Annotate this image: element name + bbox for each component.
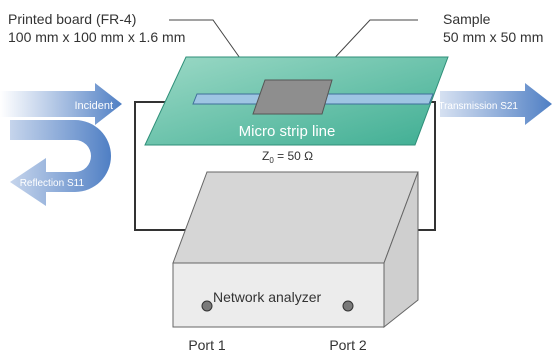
- incident-label: Incident: [74, 100, 113, 112]
- sample-label-line2: 50 mm x 50 mm: [443, 29, 543, 45]
- sample-label-line1: Sample: [443, 11, 491, 27]
- analyzer-top: [172, 171, 419, 264]
- incident-arrow: [0, 83, 122, 125]
- transmission-arrow: [440, 83, 552, 125]
- network-analyzer-label: Network analyzer: [213, 289, 321, 305]
- board-label-line2: 100 mm x 100 mm x 1.6 mm: [8, 29, 185, 45]
- port2-connector: [342, 300, 354, 312]
- board-label-line1: Printed board (FR-4): [8, 11, 136, 27]
- port1-label: Port 1: [188, 337, 226, 353]
- analyzer-front: [172, 262, 385, 328]
- port1-connector: [201, 300, 213, 312]
- reflection-label: Reflection S11: [20, 178, 85, 189]
- impedance-label: Z0 = 50 Ω: [262, 149, 313, 165]
- sample: [252, 79, 333, 115]
- reflection-arrow: [10, 120, 111, 206]
- micro-strip-label: Micro strip line: [239, 123, 336, 140]
- port2-label: Port 2: [329, 337, 367, 353]
- board-leader-line: [169, 19, 248, 69]
- transmission-label: Transmission S21: [438, 101, 518, 112]
